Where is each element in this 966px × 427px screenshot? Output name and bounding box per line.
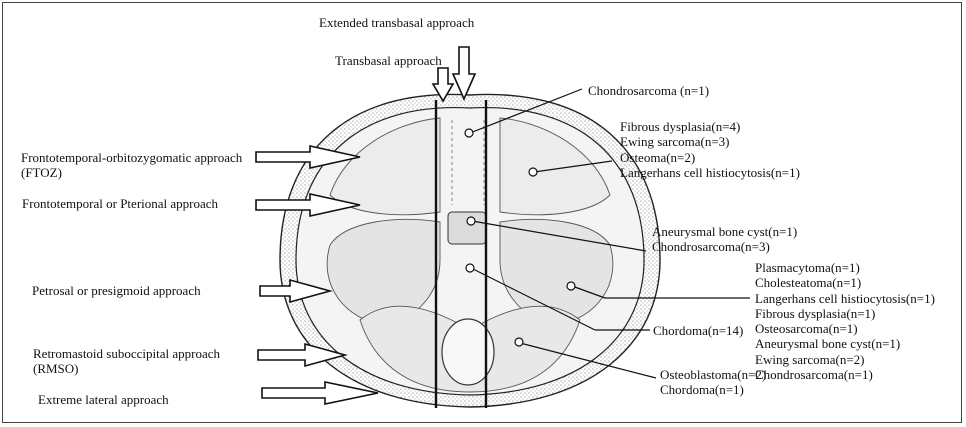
lesion-item: Osteosarcoma(n=1) bbox=[755, 321, 935, 336]
extreme-lateral-arrow bbox=[262, 382, 378, 404]
lesion-list-sella: Aneurysmal bone cyst(n=1) Chondrosarcoma… bbox=[652, 224, 797, 255]
lesion-item: Osteoblastoma(n=2) bbox=[660, 367, 766, 382]
lesion-item: Ewing sarcoma(n=3) bbox=[620, 134, 800, 149]
lesion-item: Aneurysmal bone cyst(n=1) bbox=[755, 336, 935, 351]
lesion-item: Plasmacytoma(n=1) bbox=[755, 260, 935, 275]
extended-transbasal-arrow bbox=[453, 47, 475, 99]
lesion-list-anterior-fossa: Fibrous dysplasia(n=4) Ewing sarcoma(n=3… bbox=[620, 119, 800, 180]
label-rmso: Retromastoid suboccipital approach (RMSO… bbox=[33, 346, 220, 377]
lesion-item: Chondrosarcoma(n=1) bbox=[755, 367, 935, 382]
lesion-item: Fibrous dysplasia(n=1) bbox=[755, 306, 935, 321]
label-ftoz-line1: Frontotemporal-orbitozygomatic approach bbox=[21, 150, 242, 165]
label-rmso-line2: (RMSO) bbox=[33, 361, 220, 376]
lesion-clivus: Chordoma(n=14) bbox=[653, 323, 743, 338]
label-extreme-lateral: Extreme lateral approach bbox=[38, 392, 169, 407]
label-extended-transbasal: Extended transbasal approach bbox=[319, 15, 474, 30]
label-ftoz: Frontotemporal-orbitozygomatic approach … bbox=[21, 150, 242, 181]
sella-turcica bbox=[448, 212, 486, 244]
lesion-item: Fibrous dysplasia(n=4) bbox=[620, 119, 800, 134]
lesion-item: Ewing sarcoma(n=2) bbox=[755, 352, 935, 367]
label-pterional: Frontotemporal or Pterional approach bbox=[22, 196, 218, 211]
label-ftoz-line2: (FTOZ) bbox=[21, 165, 242, 180]
label-rmso-line1: Retromastoid suboccipital approach bbox=[33, 346, 220, 361]
lesion-item: Osteoma(n=2) bbox=[620, 150, 800, 165]
lesion-list-middle-fossa: Plasmacytoma(n=1) Cholesteatoma(n=1) Lan… bbox=[755, 260, 935, 382]
lesion-item: Chondrosarcoma(n=3) bbox=[652, 239, 797, 254]
lesion-list-posterior-fossa: Osteoblastoma(n=2) Chordoma(n=1) bbox=[660, 367, 766, 398]
label-transbasal: Transbasal approach bbox=[335, 53, 442, 68]
lesion-anterior-midline: Chondrosarcoma (n=1) bbox=[588, 83, 709, 98]
lesion-item: Cholesteatoma(n=1) bbox=[755, 275, 935, 290]
label-petrosal: Petrosal or presigmoid approach bbox=[32, 283, 201, 298]
lesion-item: Langerhans cell histiocytosis(n=1) bbox=[620, 165, 800, 180]
lesion-item: Aneurysmal bone cyst(n=1) bbox=[652, 224, 797, 239]
lesion-item: Chordoma(n=1) bbox=[660, 382, 766, 397]
lesion-item: Langerhans cell histiocytosis(n=1) bbox=[755, 291, 935, 306]
